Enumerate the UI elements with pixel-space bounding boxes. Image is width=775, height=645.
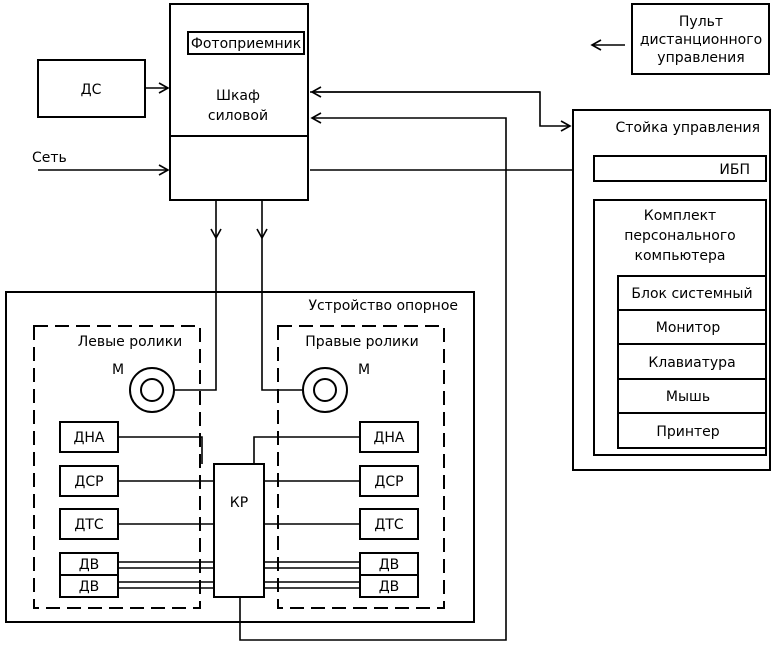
kr-label: КР [230,495,248,511]
ds-label: ДС [81,82,102,98]
left-rollers-group [33,325,201,609]
pc-mouse-label: Мышь [666,389,710,405]
support-device-title: Устройство опорное [308,298,458,314]
right-dsr-box [359,465,419,497]
power-left-line [175,238,217,391]
remote-line2: дистанционного [640,32,762,48]
ups-box [593,155,767,182]
left-rollers-title: Левые ролики [78,334,183,350]
pc-printer-label: Принтер [656,424,719,440]
right-dv1-label: ДВ [379,557,400,573]
support-device-frame [5,291,475,623]
left-dna-wire [118,436,203,464]
remote-control-box [631,3,770,75]
kr-box [213,463,265,598]
pc-kit-line3: компьютера [634,248,725,264]
control-rack-title: Стойка управления [616,120,760,136]
right-dna-box [359,421,419,453]
right-dv2-label: ДВ [379,579,400,595]
right-dts-box [359,508,419,540]
left-dv1-label: ДВ [79,557,100,573]
right-motor-label: М [358,362,370,378]
left-dna-label: ДНА [73,430,104,446]
ups-label: ИБП [719,162,750,178]
right-dv2-box [359,574,419,598]
right-rollers-group [277,325,445,609]
pc-mouse-box [617,378,767,414]
pc-system-unit-box [617,275,767,311]
right-dna-label: ДНА [373,430,404,446]
cabinet-title-line1: Шкаф [216,88,260,104]
photoreceiver-box [187,31,305,55]
right-rollers-title: Правые ролики [305,334,418,350]
pc-kit-line1: Комплект [644,208,716,224]
right-dna-wire [253,436,360,464]
right-dsr-label: ДСР [374,474,403,490]
left-dv2-label: ДВ [79,579,100,595]
pc-monitor-box [617,309,767,345]
remote-line1: Пульт [679,14,723,30]
photoreceiver-label: Фотоприемник [191,36,301,52]
right-motor-icon [302,367,348,413]
pc-system-unit-label: Блок системный [631,286,752,302]
remote-line3: управления [657,50,744,66]
kr-to-cabinet-line [239,112,507,641]
mains-label: Сеть [32,150,67,166]
left-dsr-label: ДСР [74,474,103,490]
pc-keyboard-label: Клавиатура [648,355,735,371]
left-motor-label: М [112,362,124,378]
ds-box [37,59,146,118]
pc-kit-line2: персонального [624,228,736,244]
pc-monitor-label: Монитор [656,320,721,336]
left-dts-label: ДТС [74,517,103,533]
left-dv2-box [59,574,119,598]
left-dsr-box [59,465,119,497]
power-right-line [261,238,302,391]
cabinet-to-rack-arrow [310,91,572,132]
left-dna-box [59,421,119,453]
pc-printer-box [617,412,767,449]
left-motor-icon [129,367,175,413]
right-dts-label: ДТС [374,517,403,533]
left-dts-box [59,508,119,540]
pc-keyboard-box [617,343,767,380]
cabinet-title-line2: силовой [208,108,268,124]
